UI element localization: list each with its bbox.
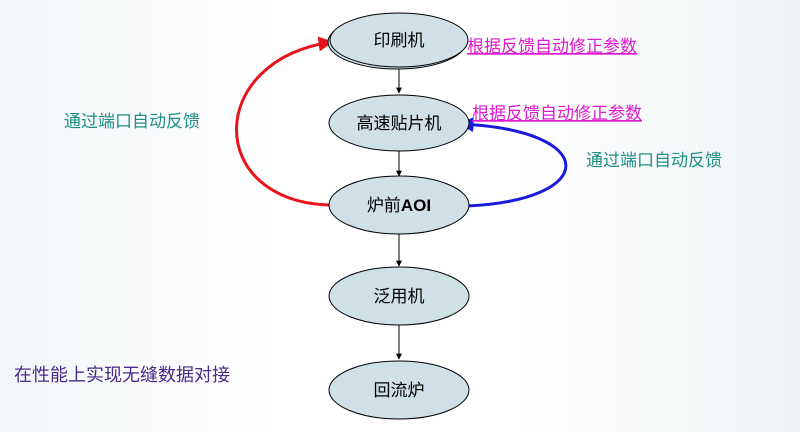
node-pick-place-label: 高速贴片机 (357, 114, 442, 134)
node-aoi: 炉前AOI (328, 175, 470, 235)
node-general: 泛用机 (328, 266, 470, 326)
bottom-note: 在性能上实现无缝数据对接 (14, 365, 230, 386)
label-correct-params-top: 根据反馈自动修正参数 (467, 37, 637, 57)
feedback-arc-right (458, 117, 568, 208)
label-port-feedback-left: 通过端口自动反馈 (64, 112, 200, 132)
feedback-arc-left (235, 36, 334, 207)
node-aoi-label-suffix: AOI (401, 196, 431, 215)
node-reflow: 回流炉 (328, 360, 470, 420)
node-general-label: 泛用机 (374, 287, 425, 307)
node-aoi-label: 炉前AOI (367, 196, 431, 216)
node-pick-place: 高速贴片机 (328, 94, 470, 152)
label-port-feedback-right: 通过端口自动反馈 (586, 151, 722, 171)
node-printer-label: 印刷机 (374, 31, 425, 51)
node-reflow-label: 回流炉 (374, 381, 425, 401)
node-aoi-label-prefix: 炉前 (367, 196, 401, 216)
label-correct-params-middle: 根据反馈自动修正参数 (472, 104, 642, 124)
node-printer: 印刷机 (327, 12, 469, 70)
